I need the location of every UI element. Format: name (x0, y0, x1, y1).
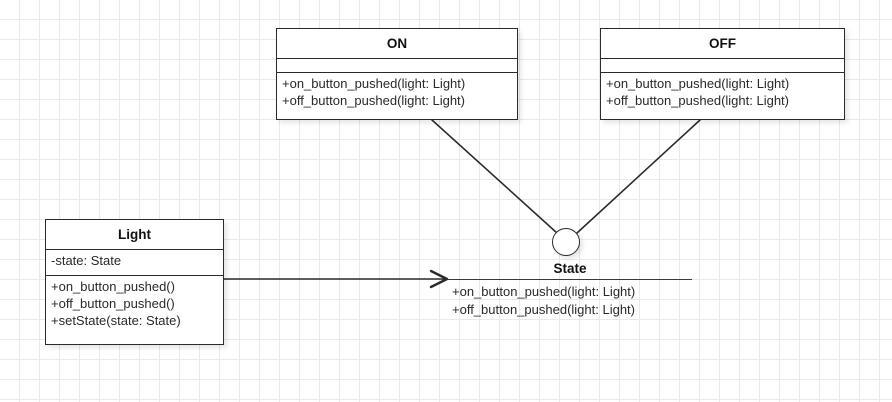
operation-item: +off_button_pushed(light: Light) (282, 93, 465, 108)
interface-operations-state: +on_button_pushed(light: Light) +off_but… (452, 283, 635, 319)
class-title-light: Light (46, 220, 223, 250)
attribute-item: -state: State (51, 253, 122, 268)
connector-on-to-state (431, 119, 558, 234)
class-title-off: OFF (601, 29, 844, 59)
class-box-light[interactable]: Light -state: State +on_button_pushed() … (45, 219, 224, 345)
operation-item: +off_button_pushed(light: Light) (606, 93, 789, 108)
class-attributes-off (601, 59, 844, 73)
interface-title-state: State (553, 261, 587, 276)
operation-item: +on_button_pushed(light: Light) (452, 284, 636, 299)
operation-item: +off_button_pushed(light: Light) (452, 302, 635, 317)
lollipop-ball-icon (552, 228, 580, 256)
class-operations-light: +on_button_pushed() +off_button_pushed()… (46, 276, 223, 332)
class-operations-on: +on_button_pushed(light: Light) +off_but… (277, 73, 517, 112)
class-box-off[interactable]: OFF +on_button_pushed(light: Light) +off… (600, 28, 845, 120)
connector-off-to-state (576, 119, 701, 234)
operation-item: +on_button_pushed(light: Light) (606, 76, 790, 91)
class-title-on: ON (277, 29, 517, 59)
interface-divider (448, 279, 692, 280)
class-operations-off: +on_button_pushed(light: Light) +off_but… (601, 73, 844, 112)
operation-item: +off_button_pushed() (51, 296, 175, 311)
class-attributes-light: -state: State (46, 250, 223, 276)
operation-item: +setState(state: State) (51, 313, 181, 328)
operation-item: +on_button_pushed() (51, 279, 175, 294)
class-box-on[interactable]: ON +on_button_pushed(light: Light) +off_… (276, 28, 518, 120)
class-attributes-on (277, 59, 517, 73)
operation-item: +on_button_pushed(light: Light) (282, 76, 466, 91)
